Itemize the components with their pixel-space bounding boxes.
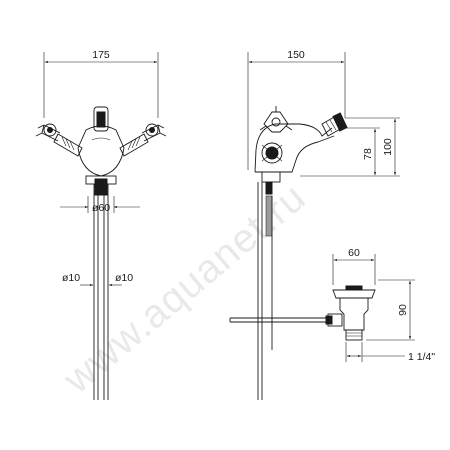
drain-width-label: 60 bbox=[348, 247, 360, 259]
side-spout-height-label: 78 bbox=[362, 148, 374, 160]
front-body bbox=[77, 125, 125, 177]
drain-body bbox=[339, 297, 369, 331]
side-base bbox=[261, 171, 281, 183]
side-width-label: 150 bbox=[287, 49, 305, 61]
front-width-label: 175 bbox=[92, 49, 110, 61]
drain-thread-label: 1 1/4" bbox=[408, 351, 435, 363]
drain-cap bbox=[332, 289, 376, 299]
side-body-lower bbox=[255, 135, 335, 173]
side-total-height-label: 100 bbox=[382, 138, 394, 156]
side-valve bbox=[261, 142, 283, 164]
front-pipe-left-label: ø10 bbox=[62, 272, 80, 284]
drain-tail bbox=[345, 329, 363, 341]
drain-connector-nut bbox=[325, 315, 333, 325]
side-handle bbox=[259, 106, 293, 133]
drain-view: 60 90 1 1/4" bbox=[325, 247, 435, 363]
side-spout-nozzle bbox=[321, 112, 348, 137]
side-stud bbox=[265, 181, 273, 195]
front-body-detail bbox=[91, 137, 111, 141]
drain-thread bbox=[346, 332, 362, 337]
front-right-handle bbox=[119, 123, 167, 157]
side-popup-rod bbox=[265, 195, 273, 237]
side-body bbox=[254, 123, 333, 173]
front-spout-nozzle bbox=[96, 111, 106, 128]
side-view: 150 78 1 bbox=[229, 49, 400, 400]
drain-height-label: 90 bbox=[397, 304, 409, 316]
front-left-handle bbox=[35, 123, 83, 157]
drain-stopper bbox=[345, 285, 363, 291]
front-spout bbox=[93, 106, 109, 132]
front-pipe-right-label: ø10 bbox=[115, 272, 133, 284]
front-stud bbox=[94, 178, 108, 196]
front-view: 175 bbox=[35, 49, 167, 400]
front-base-label: ø60 bbox=[92, 202, 110, 214]
